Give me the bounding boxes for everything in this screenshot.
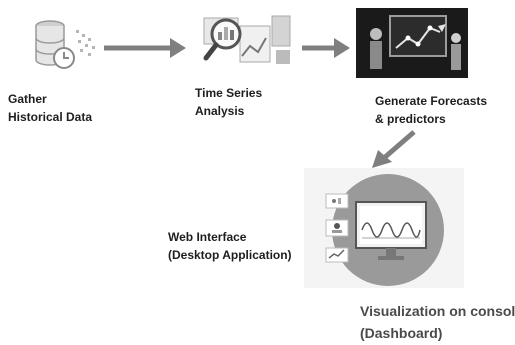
- arrow-down-left-icon: [368, 128, 420, 170]
- step-label-gather: Gather Historical Data: [8, 92, 93, 124]
- database-clock-icon: [28, 16, 100, 76]
- monitor-dashboard-icon: [304, 168, 464, 288]
- step-label-visualization: Visualization on console (Dashboard): [360, 303, 515, 341]
- arrow-right-icon: [300, 36, 352, 60]
- side-label-web-interface: Web Interface (Desktop Application): [168, 230, 292, 262]
- magnifier-chart-icon: [200, 12, 294, 70]
- step-label-forecasts: Generate Forecasts & predictors: [375, 94, 488, 126]
- step-label-analysis: Time Series Analysis: [195, 86, 263, 118]
- arrow-right-icon: [102, 36, 188, 60]
- presentation-board-icon: [356, 8, 468, 78]
